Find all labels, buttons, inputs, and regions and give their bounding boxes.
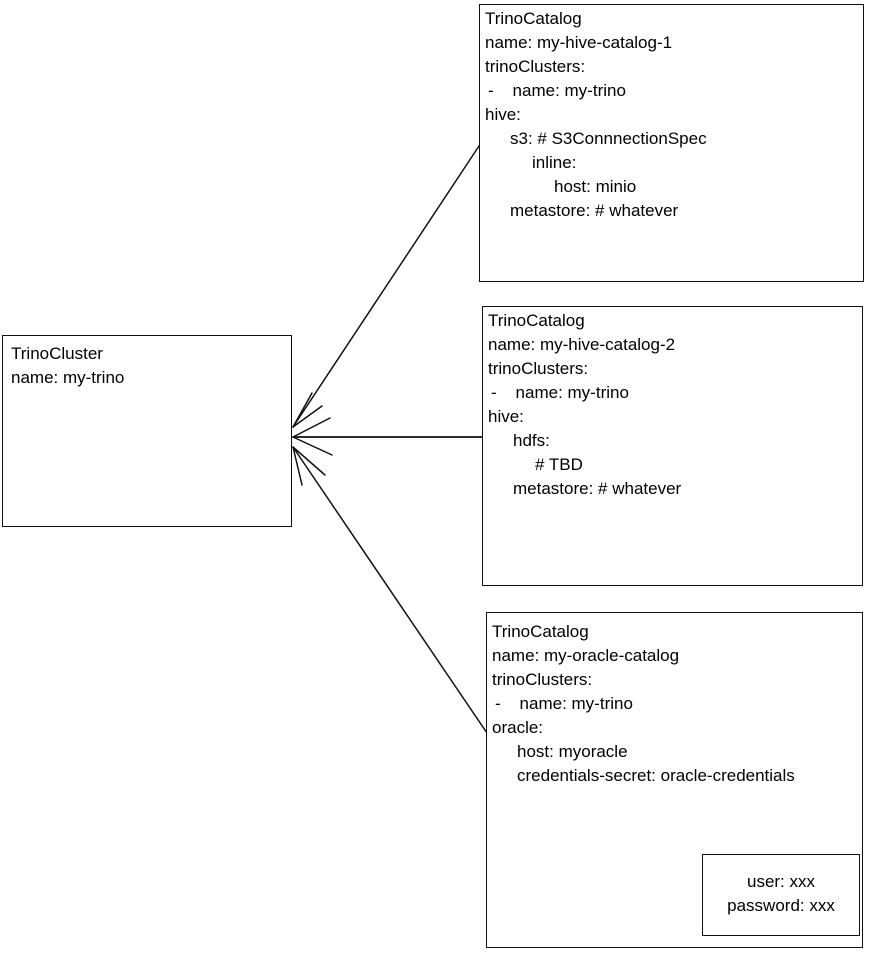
node-text-line: user: xxx <box>746 872 816 891</box>
node-text-line: - name: my-trino <box>491 383 629 402</box>
node-text-line: hdfs: <box>513 431 550 450</box>
edge-catalog-3-to-cluster <box>292 446 490 737</box>
node-credentials-secret[interactable]: user: xxx password: xxx <box>702 854 860 936</box>
node-text-line: name: my-hive-catalog-1 <box>485 33 673 52</box>
node-text-line: TrinoCatalog <box>485 9 582 28</box>
node-text-line: credentials-secret: oracle-credentials <box>517 766 795 785</box>
node-trino-cluster[interactable]: TrinoCluster name: my-trino <box>2 335 292 527</box>
node-text-line: host: myoracle <box>517 742 628 761</box>
node-trino-catalog-1[interactable]: TrinoCatalog name: my-hive-catalog-1 trino… <box>479 4 864 282</box>
node-text-line: host: minio <box>554 177 637 196</box>
node-text-line: - name: my-trino <box>488 81 626 100</box>
node-text-line: TrinoCluster <box>11 344 103 363</box>
node-text-line: metastore: # whatever <box>510 201 679 220</box>
node-text-line: TrinoCatalog <box>492 622 589 641</box>
node-text-line: s3: # S3ConnnectionSpec <box>510 129 707 148</box>
node-text-line: inline: <box>532 153 577 172</box>
node-text-line: name: my-trino <box>11 368 125 387</box>
edge-catalog-1-to-cluster <box>292 145 480 428</box>
node-text-line: oracle: <box>492 718 544 737</box>
node-trino-catalog-3[interactable]: TrinoCatalog name: my-oracle-catalog trino… <box>486 612 863 948</box>
node-text-line: trinoClusters: <box>488 359 589 378</box>
node-text-line: trinoClusters: <box>492 670 593 689</box>
node-text-line: - name: my-trino <box>495 694 633 713</box>
node-text-line: hive: <box>488 407 524 426</box>
node-trino-catalog-2[interactable]: TrinoCatalog name: my-hive-catalog-2 trino… <box>482 306 863 586</box>
node-text-line: name: my-oracle-catalog <box>492 646 680 665</box>
node-text-line: hive: <box>485 105 521 124</box>
edge-catalog-2-to-cluster <box>292 417 483 456</box>
node-text-line: TrinoCatalog <box>488 311 585 330</box>
node-text-line: metastore: # whatever <box>513 479 682 498</box>
node-text-line: # TBD <box>535 455 583 474</box>
node-text-line: trinoClusters: <box>485 57 586 76</box>
node-text-line: name: my-hive-catalog-2 <box>488 335 676 354</box>
node-text-line: password: xxx <box>727 896 835 915</box>
